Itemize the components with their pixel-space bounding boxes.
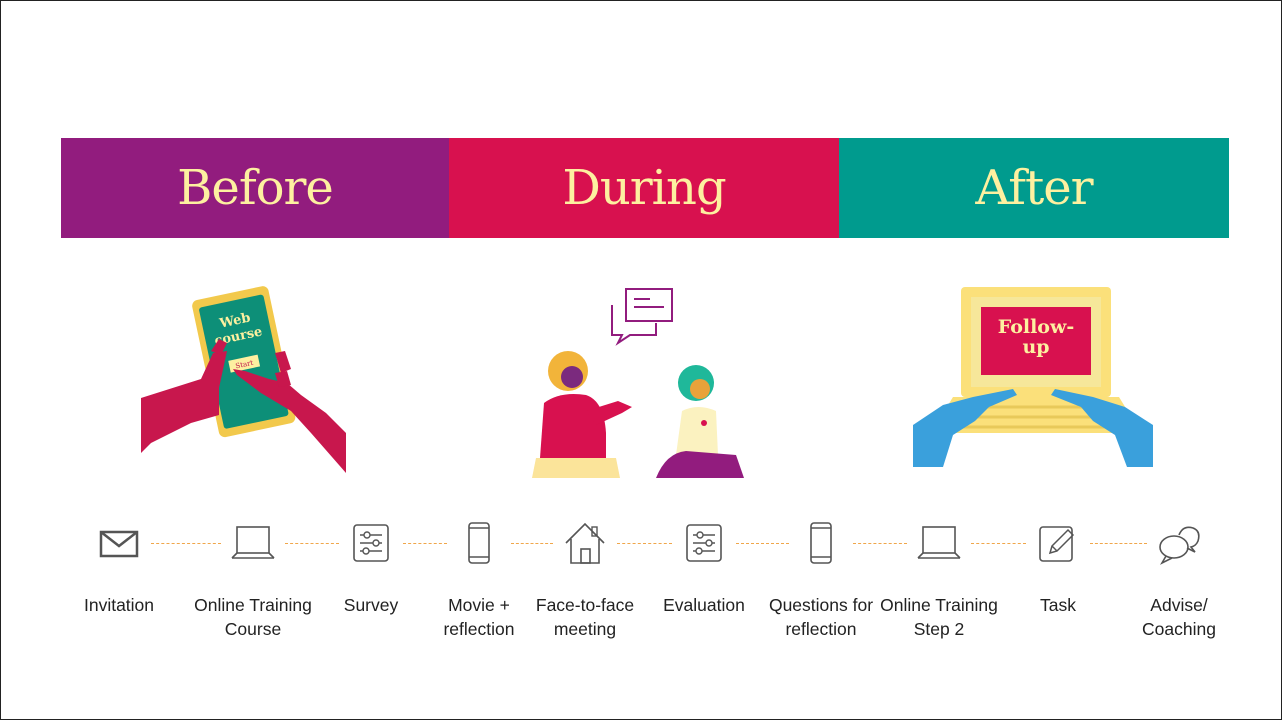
timeline-connector: [971, 543, 1026, 544]
sliders-icon: [682, 521, 726, 565]
timeline-step-label: Invitation: [83, 595, 155, 615]
timeline-connector: [151, 543, 221, 544]
timeline-connector: [736, 543, 789, 544]
envelope-icon: [97, 521, 141, 565]
house-icon: [563, 521, 607, 565]
laptop-screen-line1: Follow-: [998, 316, 1074, 338]
banner-after: After: [839, 138, 1229, 238]
chat-bubbles-icon: [1157, 521, 1201, 565]
banner-before-label: Before: [177, 160, 334, 216]
timeline-step-label: Online Training Step 2: [880, 595, 998, 639]
timeline-connector: [1090, 543, 1147, 544]
banner-before: Before: [61, 138, 449, 238]
right-hand: [233, 369, 346, 473]
follow-up-illustration: Follow- up: [913, 285, 1153, 470]
banner-during-label: During: [562, 160, 726, 216]
phone-start-label: Start: [235, 359, 254, 371]
banner-during: During: [449, 138, 839, 238]
timeline-step-label: Evaluation: [663, 595, 745, 615]
right-hand: [1051, 389, 1153, 467]
phone-icon: [799, 521, 843, 565]
phone-title-line1: Web: [217, 311, 251, 332]
laptop-screen: [981, 307, 1091, 375]
laptop-icon: [917, 521, 961, 565]
left-hand: [913, 389, 1017, 467]
timeline-connector: [617, 543, 672, 544]
phone-icon: [457, 521, 501, 565]
timeline-step-label: Online Training Course: [194, 595, 312, 639]
conversation-illustration: [526, 283, 751, 478]
phone-start-button: [228, 354, 261, 373]
timeline-step-label: Task: [1040, 595, 1076, 615]
laptop-icon: [231, 521, 275, 565]
timeline-step-label: Advise/ Coaching: [1142, 595, 1216, 639]
timeline-connector: [285, 543, 339, 544]
timeline-connector: [403, 543, 447, 544]
banner-after-label: After: [975, 160, 1093, 216]
timeline-step-label: Questions for reflection: [768, 595, 874, 639]
timeline-step-label: Survey: [343, 595, 399, 615]
left-hand: [141, 351, 227, 453]
timeline: Invitation Online Training Course Survey Mo…: [1, 511, 1281, 681]
laptop-screen-line2: up: [1022, 336, 1049, 358]
sliders-icon: [349, 521, 393, 565]
timeline-step-label: Face-to-face meeting: [535, 595, 635, 639]
pencil-square-icon: [1036, 521, 1080, 565]
timeline-connector: [511, 543, 553, 544]
timeline-step-label: Movie + reflection: [443, 595, 515, 639]
timeline-connector: [853, 543, 907, 544]
web-course-illustration: Web course Start: [141, 283, 351, 473]
speech-bubble-icon: [625, 288, 673, 322]
